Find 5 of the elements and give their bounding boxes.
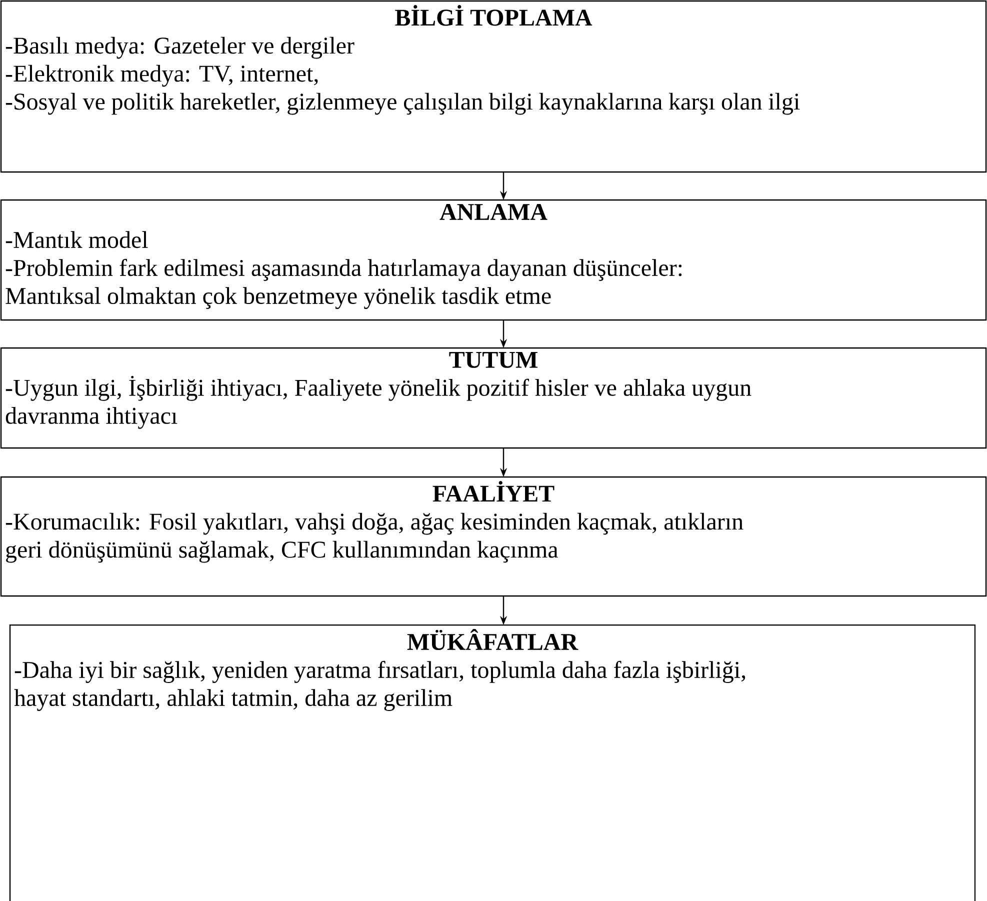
process-box: FAALİYET -Korumacılık: Fosil yakıtları, vahşi doğa, ağaç kesiminden kaçmak, atıkların geri dönüşümünü sağlamak, CFC kullanımından kaçınma <box>0 476 987 597</box>
process-box: MÜKÂFATLAR -Daha iyi bir sağlık, yeniden yaratma fırsatları, toplumla daha fazla işbirliği, hayat standartı, ahlaki tatmin, daha az gerilim <box>9 624 976 901</box>
process-box: TUTUM -Uygun ilgi, İşbirliği ihtiyacı, Faaliyete yönelik pozitif hisler ve ahlaka uygun davranma ihtiyacı <box>0 347 987 449</box>
process-box: BİLGİ TOPLAMA -Basılı medya: Gazeteler ve dergiler -Elektronik medya: TV, internet, -Sosyal ve politik hareketler, gizlenmeye çalışılan bilgi kaynaklarına karşı olan ilgi <box>0 0 987 173</box>
process-box: ANLAMA -Mantık model -Problemin fark edilmesi aşamasında hatırlamaya dayanan düşünceler: Mantıksal olmaktan çok benzetmeye yönelik tasdik etme <box>0 199 987 321</box>
